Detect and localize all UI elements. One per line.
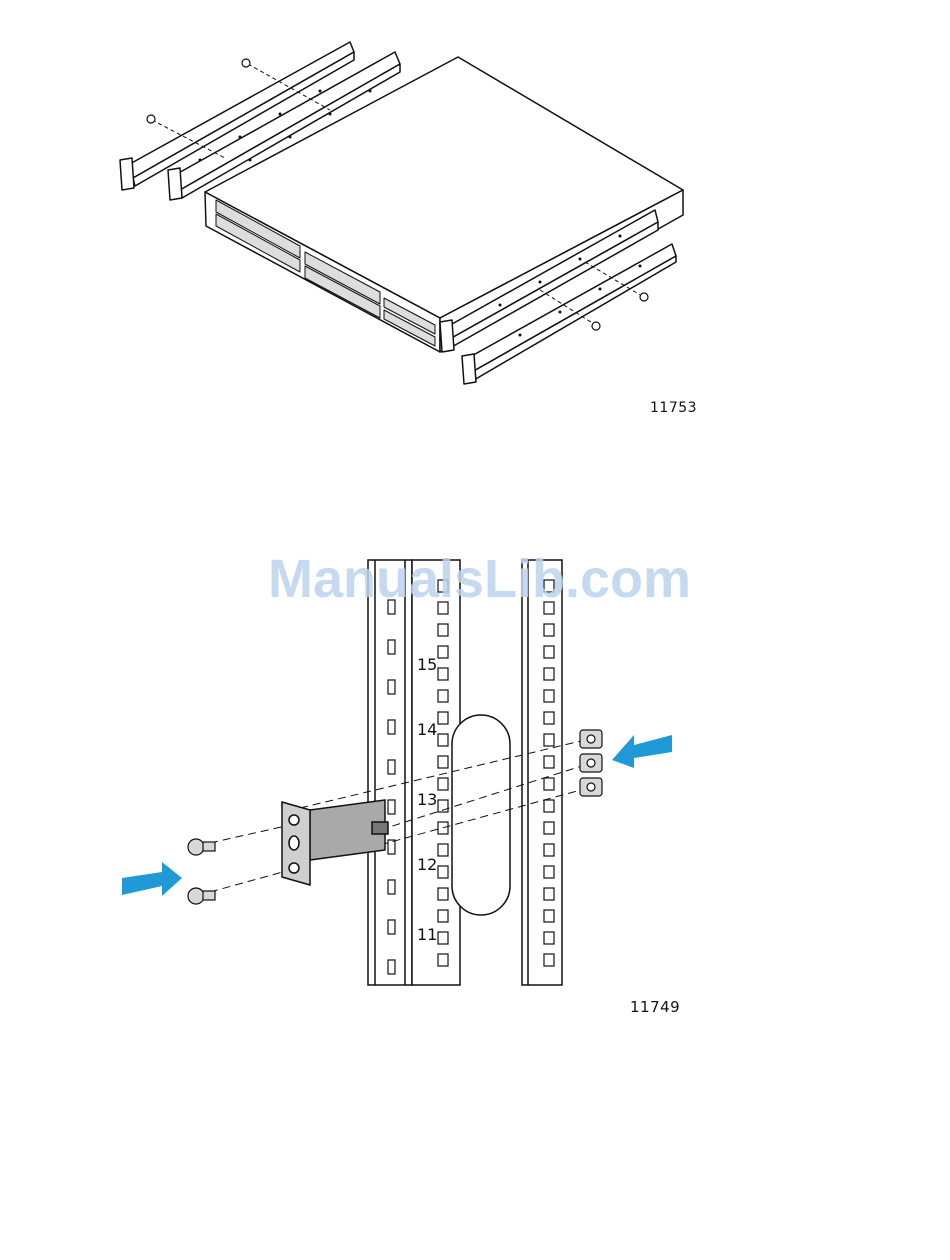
rack-unit-label: 13 [417,790,437,809]
figure-number: 11749 [630,998,680,1016]
arrow-right-icon [122,862,182,896]
watermark: ManualsLib.com [268,548,691,610]
screw-icon [640,293,648,301]
screw-icon [188,888,204,904]
rack-unit-label: 12 [417,855,437,874]
rack-bracket-figure: 15 14 13 12 11 [0,540,950,1030]
rack-unit-label: 15 [417,655,437,674]
rack-bracket-illustration: 15 14 13 12 11 [0,540,950,1030]
screw-icon [188,839,204,855]
screw-icon [592,322,600,330]
rack-oval-slot [452,715,510,915]
arrow-left-icon [612,735,672,768]
rack-unit-label: 14 [417,720,437,739]
rack-unit-label: 11 [417,925,437,944]
screw-icon [242,59,250,67]
screw-icon [147,115,155,123]
switch-rail-illustration [0,0,950,420]
switch-rail-figure: 11753 [0,0,950,420]
figure-number: 11753 [650,400,697,416]
